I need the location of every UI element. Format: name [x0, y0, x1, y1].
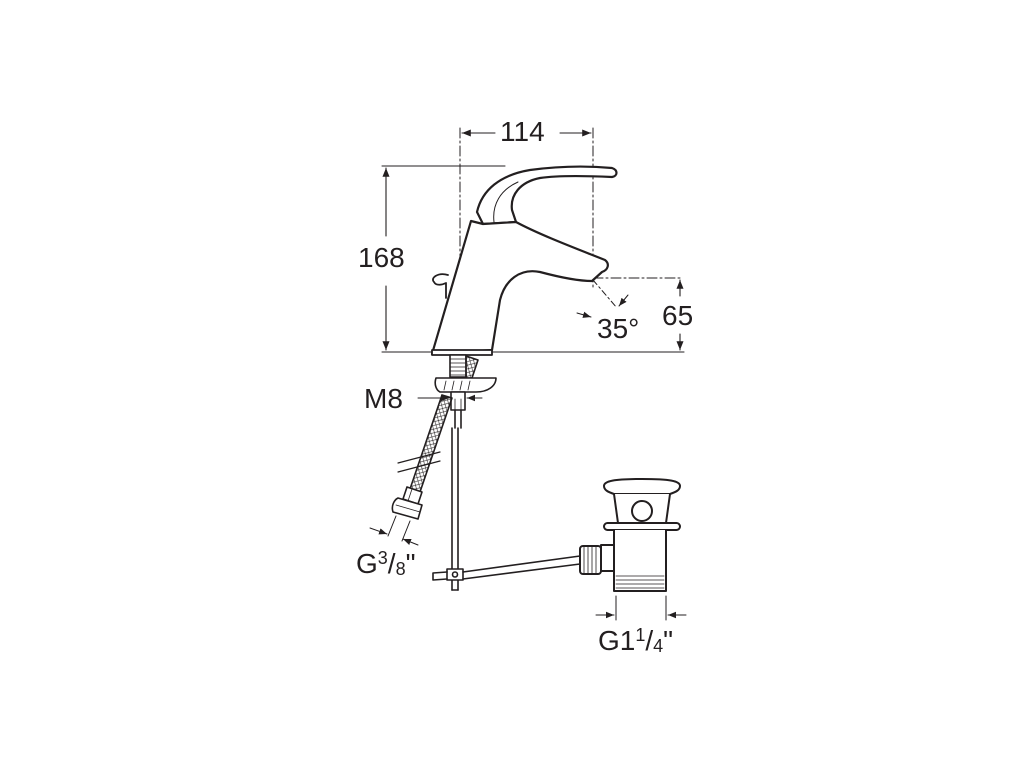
supply-prefix: G — [356, 548, 378, 579]
dimension-fixing-thread: M8 — [364, 383, 403, 414]
dimension-waste-thread: G11/4" — [598, 625, 674, 656]
dimension-g114-lines — [595, 595, 687, 621]
dimension-total-height: 168 — [358, 242, 405, 273]
fixing-stud — [434, 354, 497, 429]
waste-prefix: G1 — [598, 625, 636, 656]
dimension-supply-connection: G3/8" — [356, 548, 416, 579]
dimension-168-lines — [381, 165, 685, 353]
popup-waste — [579, 478, 681, 592]
dimension-spout-reach: 114 — [500, 116, 545, 147]
supply-frac-den: 8 — [395, 559, 406, 579]
dimension-35deg-lines — [576, 279, 629, 318]
supply-frac-num: 3 — [377, 548, 388, 568]
supply-hose — [369, 394, 453, 546]
supply-suffix: " — [405, 548, 416, 579]
waste-frac-den: 4 — [653, 636, 664, 656]
waste-suffix: " — [663, 625, 674, 656]
dimension-spout-angle: 35° — [597, 313, 640, 344]
faucet-body — [430, 165, 618, 356]
waste-frac-num: 1 — [635, 625, 646, 645]
popup-rod — [432, 427, 581, 591]
dimension-outlet-height: 65 — [662, 300, 694, 331]
